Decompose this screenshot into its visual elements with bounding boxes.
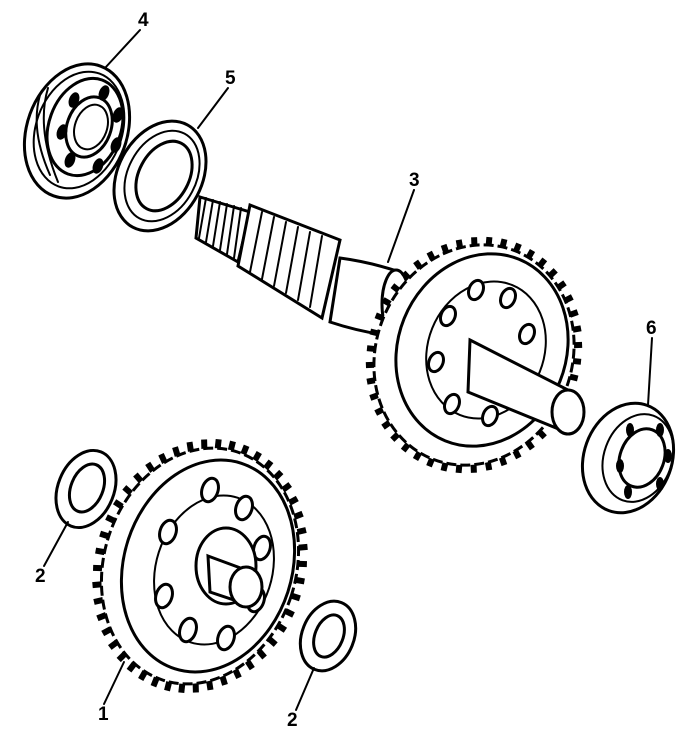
callout-6: 6 <box>646 318 657 339</box>
callout-2-upper: 2 <box>35 566 46 587</box>
leader-lines <box>43 29 653 711</box>
thrust-washer-2-lower <box>298 599 358 673</box>
gear-1 <box>92 438 308 694</box>
callout-2-lower: 2 <box>287 710 298 731</box>
driven-gear-on-shaft-3 <box>365 236 586 474</box>
thrust-washer-2-upper <box>54 448 118 530</box>
callout-3: 3 <box>409 170 420 191</box>
ball-bearing-4 <box>22 62 132 200</box>
oil-seal-5 <box>112 119 208 233</box>
ball-bearing-6 <box>580 401 676 515</box>
callout-4: 4 <box>138 10 149 31</box>
callout-5: 5 <box>225 68 236 89</box>
callout-1: 1 <box>98 704 109 725</box>
